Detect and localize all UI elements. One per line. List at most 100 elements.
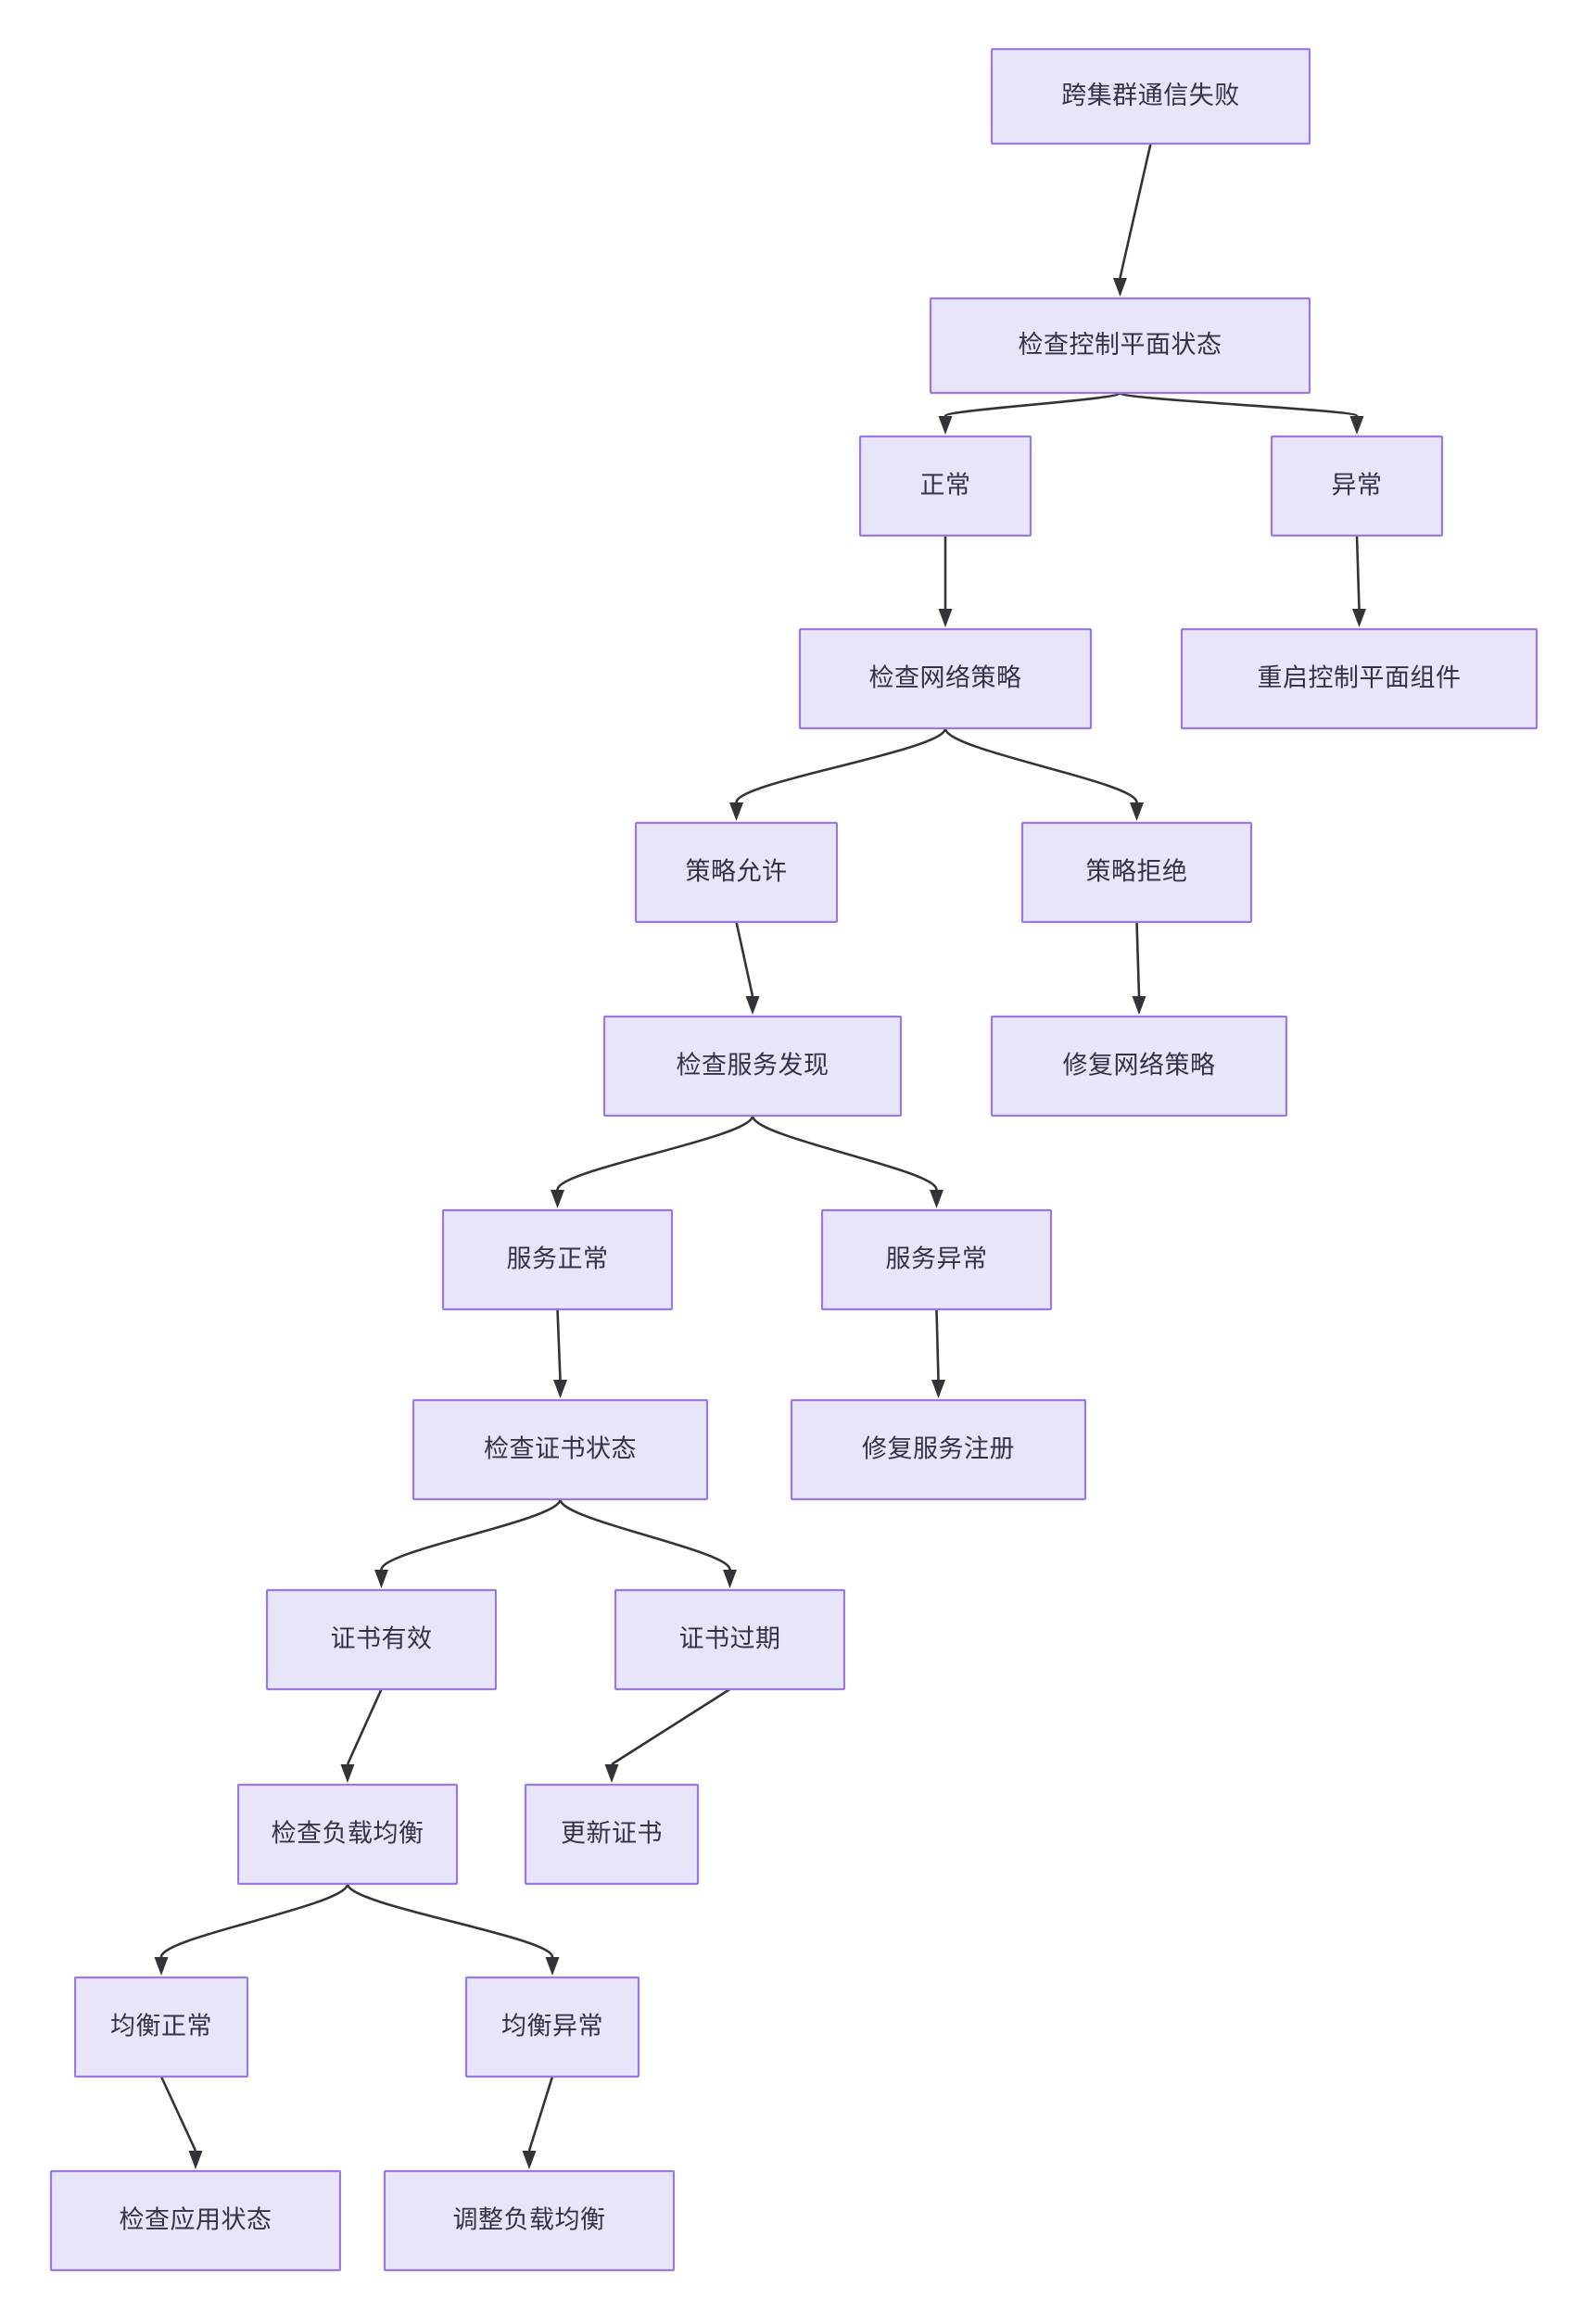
node-label: 更新证书 — [561, 1820, 663, 1848]
flow-edge — [943, 727, 1138, 803]
flow-edge — [735, 727, 947, 803]
flow-node-n6[interactable]: 重启控制平面组件 — [1180, 627, 1539, 730]
flow-node-n20[interactable]: 均衡异常 — [464, 1976, 640, 2078]
node-box[interactable] — [441, 1208, 674, 1311]
edge-arrowhead — [729, 802, 743, 821]
edge-arrowhead — [938, 609, 953, 627]
flow-node-n5[interactable]: 检查网络策略 — [798, 627, 1093, 730]
edge-arrowhead — [931, 1380, 945, 1398]
node-box[interactable] — [49, 2169, 342, 2272]
edge-arrowhead — [522, 2151, 537, 2169]
node-label: 调整负载均衡 — [453, 2206, 606, 2234]
node-label: 检查网络策略 — [869, 664, 1022, 692]
flow-node-n4[interactable]: 异常 — [1270, 435, 1444, 537]
flow-node-n2[interactable]: 检查控制平面状态 — [929, 297, 1311, 395]
node-label: 策略拒绝 — [1086, 858, 1188, 886]
node-label: 检查负载均衡 — [272, 1820, 424, 1848]
flow-node-n21[interactable]: 检查应用状态 — [49, 2169, 342, 2272]
flow-edge — [346, 1883, 554, 1958]
flow-node-n22[interactable]: 调整负载均衡 — [383, 2169, 676, 2272]
flow-node-n15[interactable]: 证书有效 — [265, 1588, 498, 1691]
flow-node-n8[interactable]: 策略拒绝 — [1020, 821, 1253, 924]
edge-arrowhead — [723, 1570, 737, 1588]
edge-arrowhead — [1130, 802, 1144, 821]
flow-node-n10[interactable]: 修复网络策略 — [990, 1015, 1288, 1118]
node-box[interactable] — [464, 1976, 640, 2078]
node-box[interactable] — [73, 1976, 249, 2078]
node-box[interactable] — [412, 1398, 709, 1501]
flow-node-n1[interactable]: 跨集群通信失败 — [990, 47, 1311, 145]
flow-edge — [735, 921, 754, 997]
node-label: 检查证书状态 — [484, 1435, 637, 1463]
node-label: 检查服务发现 — [677, 1052, 829, 1080]
node-box[interactable] — [1180, 627, 1539, 730]
flow-node-n16[interactable]: 证书过期 — [614, 1588, 846, 1691]
flow-edge — [159, 1883, 349, 1958]
node-label: 异常 — [1332, 472, 1383, 499]
flow-node-n13[interactable]: 检查证书状态 — [412, 1398, 709, 1501]
flow-edge — [611, 1687, 731, 1766]
node-box[interactable] — [1020, 821, 1253, 924]
flow-node-n18[interactable]: 更新证书 — [524, 1783, 700, 1886]
node-label: 服务正常 — [507, 1245, 609, 1273]
node-box[interactable] — [524, 1783, 700, 1886]
flow-edge — [943, 391, 1121, 418]
edges-layer — [154, 143, 1366, 2169]
flow-node-n11[interactable]: 服务正常 — [441, 1208, 674, 1311]
node-box[interactable] — [798, 627, 1093, 730]
edge-arrowhead — [1132, 996, 1146, 1015]
flow-edge — [1119, 391, 1359, 418]
node-box[interactable] — [820, 1208, 1053, 1311]
edge-arrowhead — [1349, 416, 1364, 435]
node-label: 证书有效 — [331, 1625, 433, 1653]
node-box[interactable] — [929, 297, 1311, 395]
node-box[interactable] — [1270, 435, 1444, 537]
node-box[interactable] — [383, 2169, 676, 2272]
flow-edge — [1355, 535, 1361, 610]
node-box[interactable] — [265, 1588, 498, 1691]
node-label: 重启控制平面组件 — [1258, 664, 1462, 692]
flow-node-n7[interactable]: 策略允许 — [634, 821, 839, 924]
flow-edge — [1119, 143, 1152, 279]
edge-arrowhead — [604, 1764, 619, 1783]
node-box[interactable] — [634, 821, 839, 924]
edge-arrowhead — [154, 1957, 169, 1976]
flow-node-n19[interactable]: 均衡正常 — [73, 1976, 249, 2078]
edge-arrowhead — [930, 1190, 943, 1208]
edge-arrowhead — [938, 416, 953, 435]
node-label: 跨集群通信失败 — [1061, 82, 1240, 109]
node-label: 证书过期 — [679, 1625, 781, 1653]
node-box[interactable] — [614, 1588, 846, 1691]
node-label: 修复服务注册 — [862, 1435, 1015, 1463]
node-box[interactable] — [790, 1398, 1087, 1501]
node-box[interactable] — [990, 47, 1311, 145]
node-label: 正常 — [920, 472, 971, 499]
flow-edge — [527, 2076, 554, 2152]
flow-edge — [556, 1308, 562, 1381]
node-box[interactable] — [236, 1783, 459, 1886]
flow-node-n12[interactable]: 服务异常 — [820, 1208, 1053, 1311]
edge-arrowhead — [745, 996, 760, 1015]
edge-arrowhead — [1352, 609, 1366, 627]
flow-node-n17[interactable]: 检查负载均衡 — [236, 1783, 459, 1886]
flow-edge — [935, 1308, 940, 1381]
node-label: 修复网络策略 — [1063, 1052, 1216, 1080]
node-label: 策略允许 — [686, 858, 788, 886]
flow-edge — [346, 1688, 383, 1765]
node-label: 均衡正常 — [110, 2013, 212, 2040]
node-label: 服务异常 — [886, 1245, 988, 1273]
node-box[interactable] — [990, 1015, 1288, 1118]
flow-node-n14[interactable]: 修复服务注册 — [790, 1398, 1087, 1501]
node-label: 检查应用状态 — [120, 2206, 272, 2234]
edge-arrowhead — [340, 1764, 355, 1783]
edge-arrowhead — [1113, 278, 1127, 297]
node-box[interactable] — [858, 435, 1032, 537]
node-box[interactable] — [602, 1015, 903, 1118]
edge-arrowhead — [188, 2151, 203, 2169]
flow-edge — [380, 1498, 562, 1571]
flow-node-n3[interactable]: 正常 — [858, 435, 1032, 537]
flow-node-n9[interactable]: 检查服务发现 — [602, 1015, 903, 1118]
